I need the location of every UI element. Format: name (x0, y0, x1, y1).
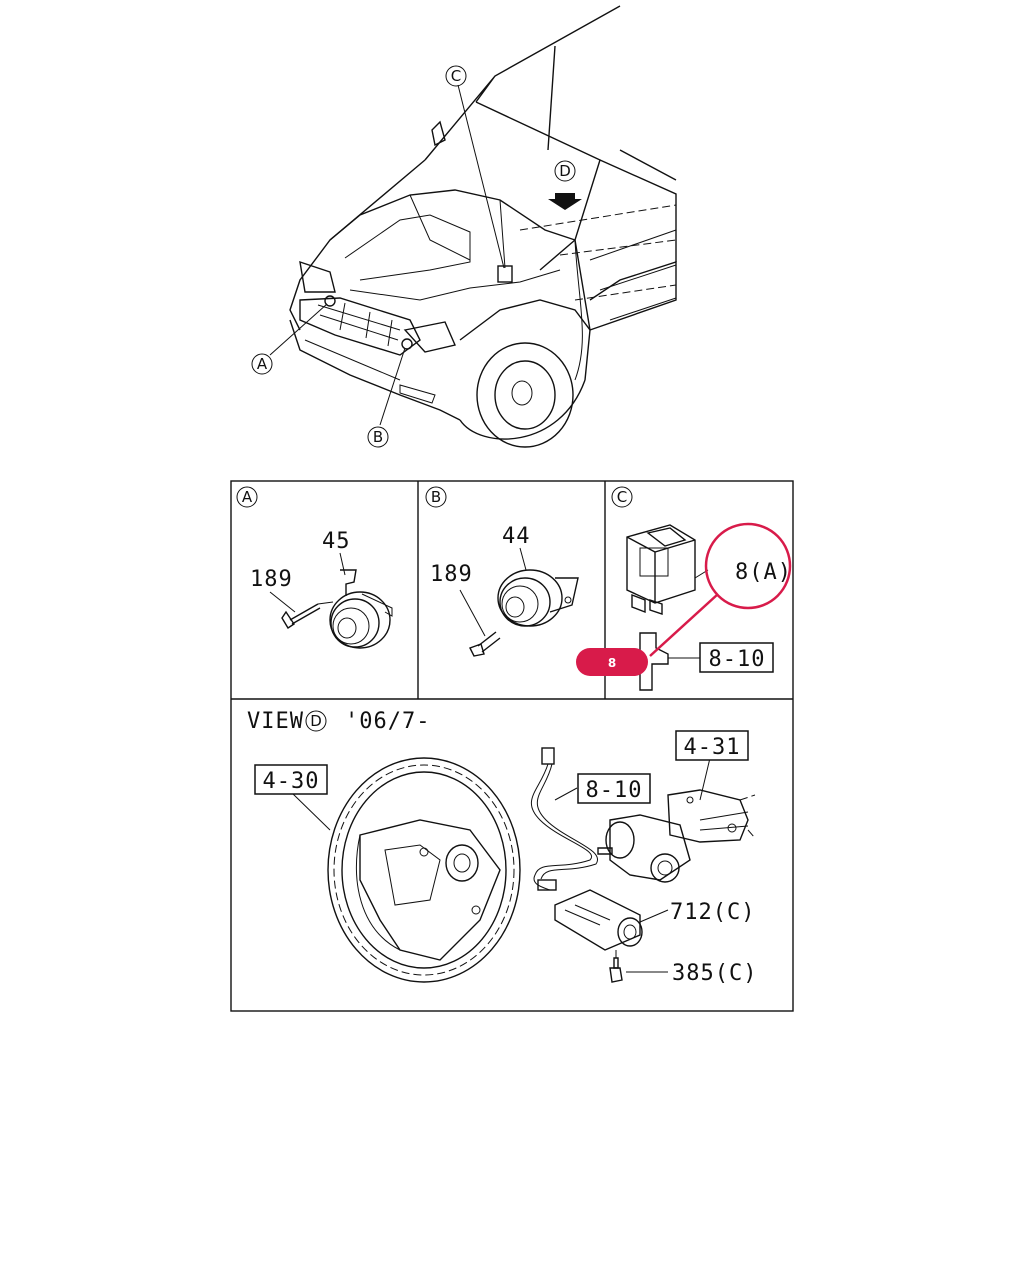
panel-view-d: VIEW D '06/7- 4-30 (247, 709, 757, 986)
svg-text:C: C (617, 488, 627, 506)
panel-b: B 44 189 (425, 486, 579, 657)
screw-drawing (609, 950, 623, 983)
panel-b-tag: B (425, 486, 447, 508)
part-box-8-10: 8-10 (699, 642, 774, 673)
hotspot-badge[interactable]: 8 (576, 648, 648, 676)
part-number-44: 44 (502, 524, 531, 549)
highlight-ring (704, 522, 792, 610)
steering-wheel-drawing (327, 757, 521, 983)
svg-text:8-10: 8-10 (709, 647, 766, 672)
harness-drawing (530, 747, 599, 891)
view-d-tag: D (305, 710, 327, 732)
vehicle-illustration (269, 5, 677, 448)
horn-b-drawing (469, 569, 579, 657)
svg-text:A: A (257, 355, 268, 373)
callout-a: A (251, 353, 273, 375)
svg-text:4-30: 4-30 (263, 769, 320, 794)
svg-text:8: 8 (608, 656, 616, 670)
steering-column-drawing (597, 789, 756, 883)
svg-text:B: B (431, 488, 441, 506)
panel-c-tag: C (611, 486, 633, 508)
view-title: VIEW (247, 709, 304, 734)
part-number-8a: 8(A) (735, 560, 792, 585)
svg-text:D: D (559, 162, 571, 180)
part-number-189: 189 (250, 567, 293, 592)
callout-c: C (445, 65, 467, 87)
ignition-switch-drawing (554, 889, 643, 951)
callout-b: B (367, 426, 389, 448)
svg-text:D: D (310, 712, 322, 730)
panel-a-tag: A (236, 486, 258, 508)
control-module-drawing (626, 524, 709, 615)
callout-d: D (554, 160, 576, 182)
svg-text:4-31: 4-31 (684, 735, 741, 760)
highlight-pointer (649, 593, 719, 657)
panel-c: C 8(A) 8-10 8 (576, 486, 792, 691)
panel-a: A 45 189 (236, 486, 393, 649)
part-box-4-30: 4-30 (254, 764, 328, 795)
part-box-8-10-view: 8-10 (577, 773, 651, 804)
horn-a-drawing (281, 569, 393, 649)
svg-text:8-10: 8-10 (586, 778, 643, 803)
svg-text:A: A (242, 488, 253, 506)
part-number-189-b: 189 (430, 562, 473, 587)
part-number-385c: 385(C) (672, 961, 757, 986)
svg-text:C: C (451, 67, 461, 85)
svg-text:B: B (373, 428, 383, 446)
view-date: '06/7- (345, 709, 430, 734)
connector-drawing (639, 632, 700, 691)
part-number-45: 45 (322, 529, 351, 554)
part-number-712c: 712(C) (670, 900, 755, 925)
detail-frame (230, 480, 794, 1012)
part-box-4-31: 4-31 (675, 730, 749, 761)
